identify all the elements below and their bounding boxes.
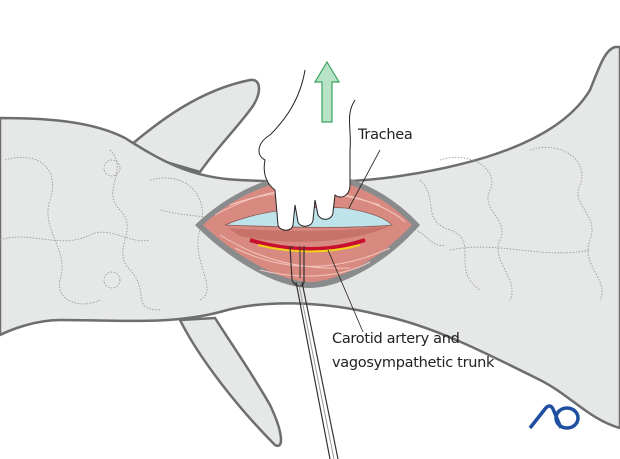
esophagus-muscle [228, 226, 390, 242]
vagosympathetic-trunk [257, 244, 361, 253]
upper-ear [122, 78, 261, 174]
lower-ear [178, 316, 283, 447]
carotid-label-line2: vagosympathetic trunk [332, 355, 495, 371]
pull-direction-arrow[interactable] [313, 60, 341, 123]
dotted-anatomy-lines [0, 146, 603, 311]
trachea-leader-line [348, 149, 381, 209]
trachea-label: Trachea [358, 127, 413, 143]
forceps[interactable] [289, 245, 339, 459]
ao-logo [528, 404, 580, 430]
incision-muscle [203, 178, 412, 282]
carotid-artery [249, 238, 366, 251]
carotid-label-line1: Carotid artery and [332, 331, 460, 347]
carotid-leader-line [327, 249, 364, 333]
